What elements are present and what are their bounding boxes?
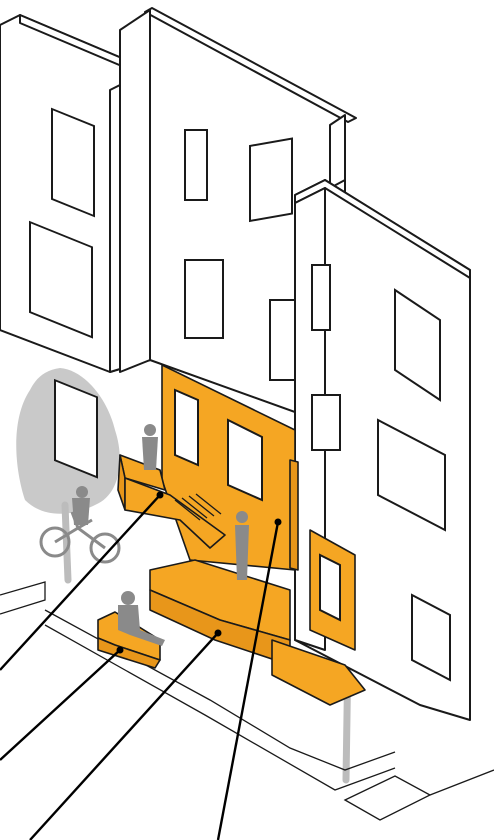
person-standing	[235, 511, 249, 580]
rowhouse-center	[119, 7, 357, 431]
sidewalk-curb	[0, 581, 494, 821]
street-bench	[97, 611, 161, 669]
person-on-stoop	[142, 424, 158, 470]
entry-stoop	[117, 454, 226, 549]
rowhouse-right	[294, 179, 471, 721]
person-sitting	[118, 591, 165, 646]
bicycle-with-rider	[39, 486, 121, 564]
callout-leaders	[0, 491, 282, 840]
